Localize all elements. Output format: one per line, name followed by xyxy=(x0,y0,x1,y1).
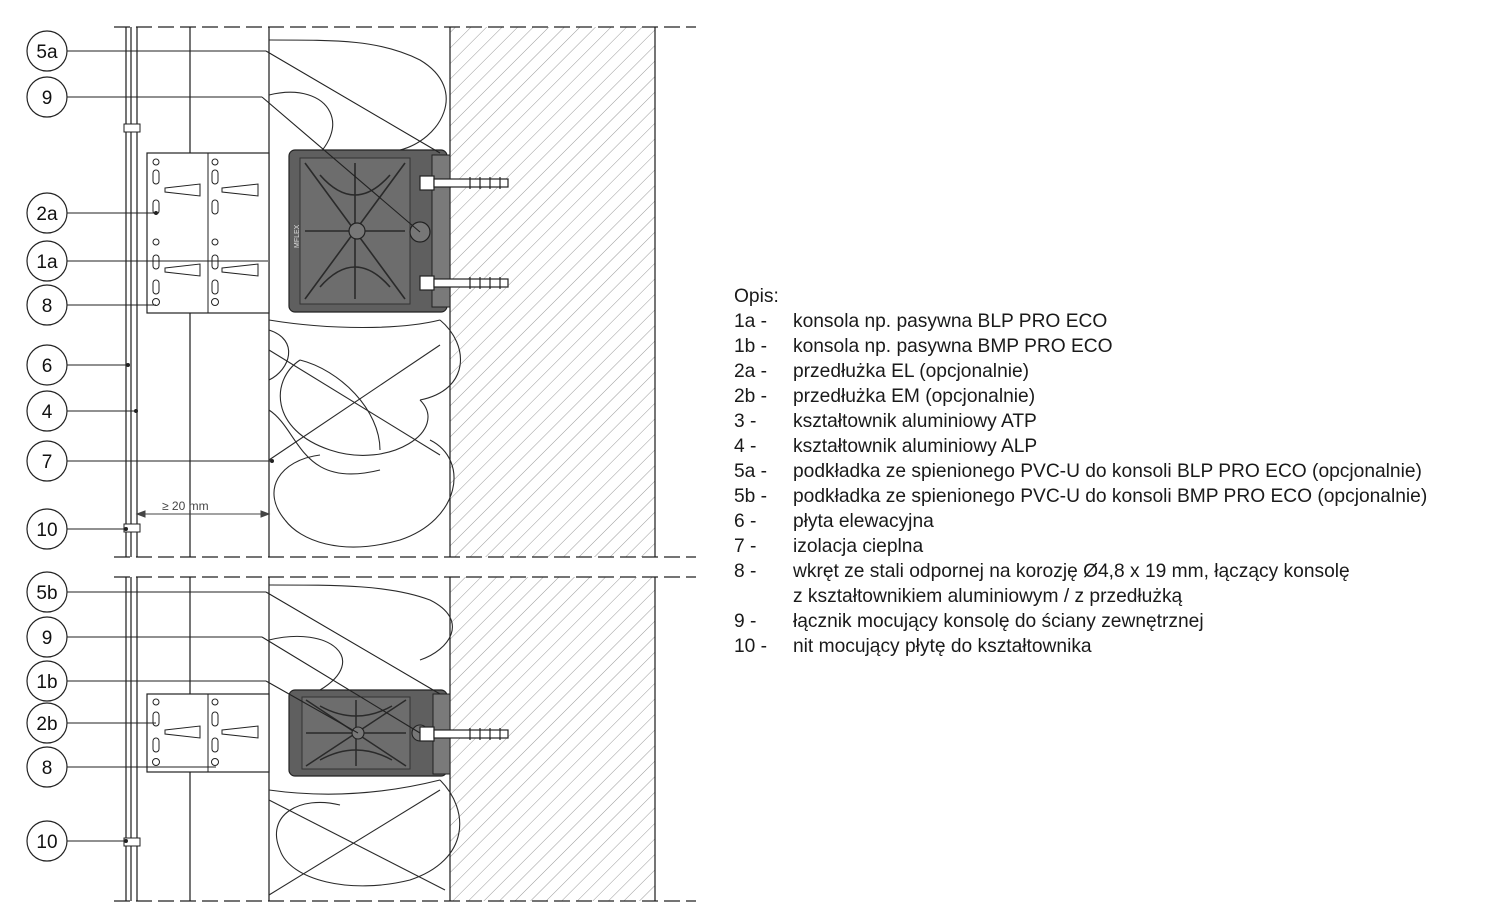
legend-key: 3 - xyxy=(734,411,757,432)
rivets xyxy=(123,123,141,847)
anchors-top xyxy=(419,175,509,291)
dimension-20mm xyxy=(135,510,271,518)
callout-2b: 2b xyxy=(26,702,68,744)
leader-lines xyxy=(67,50,441,842)
svg-text:10: 10 xyxy=(36,832,57,853)
svg-text:1a: 1a xyxy=(36,252,58,273)
legend-key: 4 - xyxy=(734,436,757,457)
bracket-brand-label: MFLEX xyxy=(294,224,301,248)
legend-text: kształtownik aluminiowy ALP xyxy=(793,436,1038,457)
svg-text:5b: 5b xyxy=(36,583,57,604)
legend-text: przedłużka EL (opcjonalnie) xyxy=(793,361,1030,382)
callout-9-top: 9 xyxy=(26,76,68,118)
svg-text:6: 6 xyxy=(42,356,53,377)
legend-row: 3 - kształtownik aluminiowy ATP xyxy=(734,409,1427,434)
break-lines xyxy=(114,26,696,902)
legend-text: podkładka ze spienionego PVC-U do konsol… xyxy=(793,486,1428,507)
callout-7: 7 xyxy=(26,440,68,482)
leader-dots xyxy=(124,211,274,843)
legend-key: 6 - xyxy=(734,511,757,532)
legend-text: z kształtownikiem aluminiowym / z przedł… xyxy=(793,586,1183,607)
callout-1a: 1a xyxy=(26,240,68,282)
extension-2b xyxy=(146,693,270,773)
anchor-bottom xyxy=(419,726,509,742)
wall-hatch-top xyxy=(450,27,655,557)
legend-key xyxy=(734,584,793,609)
legend-row: z kształtownikiem aluminiowym / z przedł… xyxy=(734,584,1427,609)
legend-row: 5b - podkładka ze spienionego PVC-U do ko… xyxy=(734,484,1427,509)
insulation-bottom xyxy=(268,584,461,896)
callout-5b: 5b xyxy=(26,571,68,613)
svg-text:8: 8 xyxy=(42,758,53,779)
callout-4: 4 xyxy=(26,390,68,432)
legend-key: 1b - xyxy=(734,336,768,357)
callout-8-bottom: 8 xyxy=(26,746,68,788)
svg-text:8: 8 xyxy=(42,296,53,317)
callout-2a: 2a xyxy=(26,192,68,234)
legend-row: 8 - wkręt ze stali odpornej na korozję Ø4… xyxy=(734,559,1427,584)
callout-6: 6 xyxy=(26,344,68,386)
dimension-label: ≥ 20 mm xyxy=(162,499,209,513)
legend-key: 1a - xyxy=(734,311,768,332)
svg-text:1b: 1b xyxy=(36,672,57,693)
legend-key: 2a - xyxy=(734,361,768,382)
callout-8-top: 8 xyxy=(26,284,68,326)
legend-row: 10 - nit mocujący płytę do kształtownika xyxy=(734,634,1427,659)
legend-title: Opis: xyxy=(734,286,779,307)
callout-5a: 5a xyxy=(26,30,68,72)
legend-text: płyta elewacyjna xyxy=(793,511,934,532)
legend-row: 4 - kształtownik aluminiowy ALP xyxy=(734,434,1427,459)
legend-key: 7 - xyxy=(734,536,757,557)
callout-1b: 1b xyxy=(26,660,68,702)
legend-key: 9 - xyxy=(734,611,757,632)
legend-key: 5a - xyxy=(734,461,768,482)
svg-text:9: 9 xyxy=(42,88,53,109)
callout-10-top: 10 xyxy=(26,508,68,550)
svg-text:2a: 2a xyxy=(36,204,58,225)
extension-2a xyxy=(146,152,270,314)
legend-text: wkręt ze stali odpornej na korozję Ø4,8 … xyxy=(793,561,1350,582)
legend-text: łącznik mocujący konsolę do ściany zewnę… xyxy=(793,611,1204,632)
svg-text:2b: 2b xyxy=(36,714,57,735)
legend-row: 2b - przedłużka EM (opcjonalnie) xyxy=(734,384,1427,409)
legend-row: 6 - płyta elewacyjna xyxy=(734,509,1427,534)
legend-row: 1b - konsola np. pasywna BMP PRO ECO xyxy=(734,334,1427,359)
legend-row: 1a - konsola np. pasywna BLP PRO ECO xyxy=(734,309,1427,334)
wall-hatch-bottom xyxy=(450,577,655,901)
legend-text: konsola np. pasywna BLP PRO ECO xyxy=(793,311,1108,332)
legend-text: izolacja cieplna xyxy=(793,536,924,557)
legend-key: 2b - xyxy=(734,386,768,407)
svg-text:7: 7 xyxy=(42,452,53,473)
legend-row: 9 - łącznik mocujący konsolę do ściany ze… xyxy=(734,609,1427,634)
legend-key: 8 - xyxy=(734,561,757,582)
svg-text:5a: 5a xyxy=(36,42,58,63)
legend-text: podkładka ze spienionego PVC-U do konsol… xyxy=(793,461,1422,482)
legend: Opis: 1a - konsola np. pasywna BLP PRO EC… xyxy=(734,284,1427,659)
callout-10-bottom: 10 xyxy=(26,820,68,862)
bracket-1a: MFLEX xyxy=(288,149,451,313)
legend-key: 10 - xyxy=(734,636,768,657)
svg-text:10: 10 xyxy=(36,520,57,541)
legend-text: kształtownik aluminiowy ATP xyxy=(793,411,1037,432)
legend-row: 7 - izolacja cieplna xyxy=(734,534,1427,559)
legend-row: 2a - przedłużka EL (opcjonalnie) xyxy=(734,359,1427,384)
callout-9-bottom: 9 xyxy=(26,616,68,658)
legend-text: konsola np. pasywna BMP PRO ECO xyxy=(793,336,1113,357)
svg-text:9: 9 xyxy=(42,628,53,649)
legend-row: 5a - podkładka ze spienionego PVC-U do ko… xyxy=(734,459,1427,484)
legend-key: 5b - xyxy=(734,486,768,507)
svg-text:4: 4 xyxy=(42,402,53,423)
insulation-top xyxy=(268,39,461,548)
facade-section-drawing: MFLEX xyxy=(26,26,696,902)
legend-text: przedłużka EM (opcjonalnie) xyxy=(793,386,1036,407)
legend-text: nit mocujący płytę do kształtownika xyxy=(793,636,1092,657)
